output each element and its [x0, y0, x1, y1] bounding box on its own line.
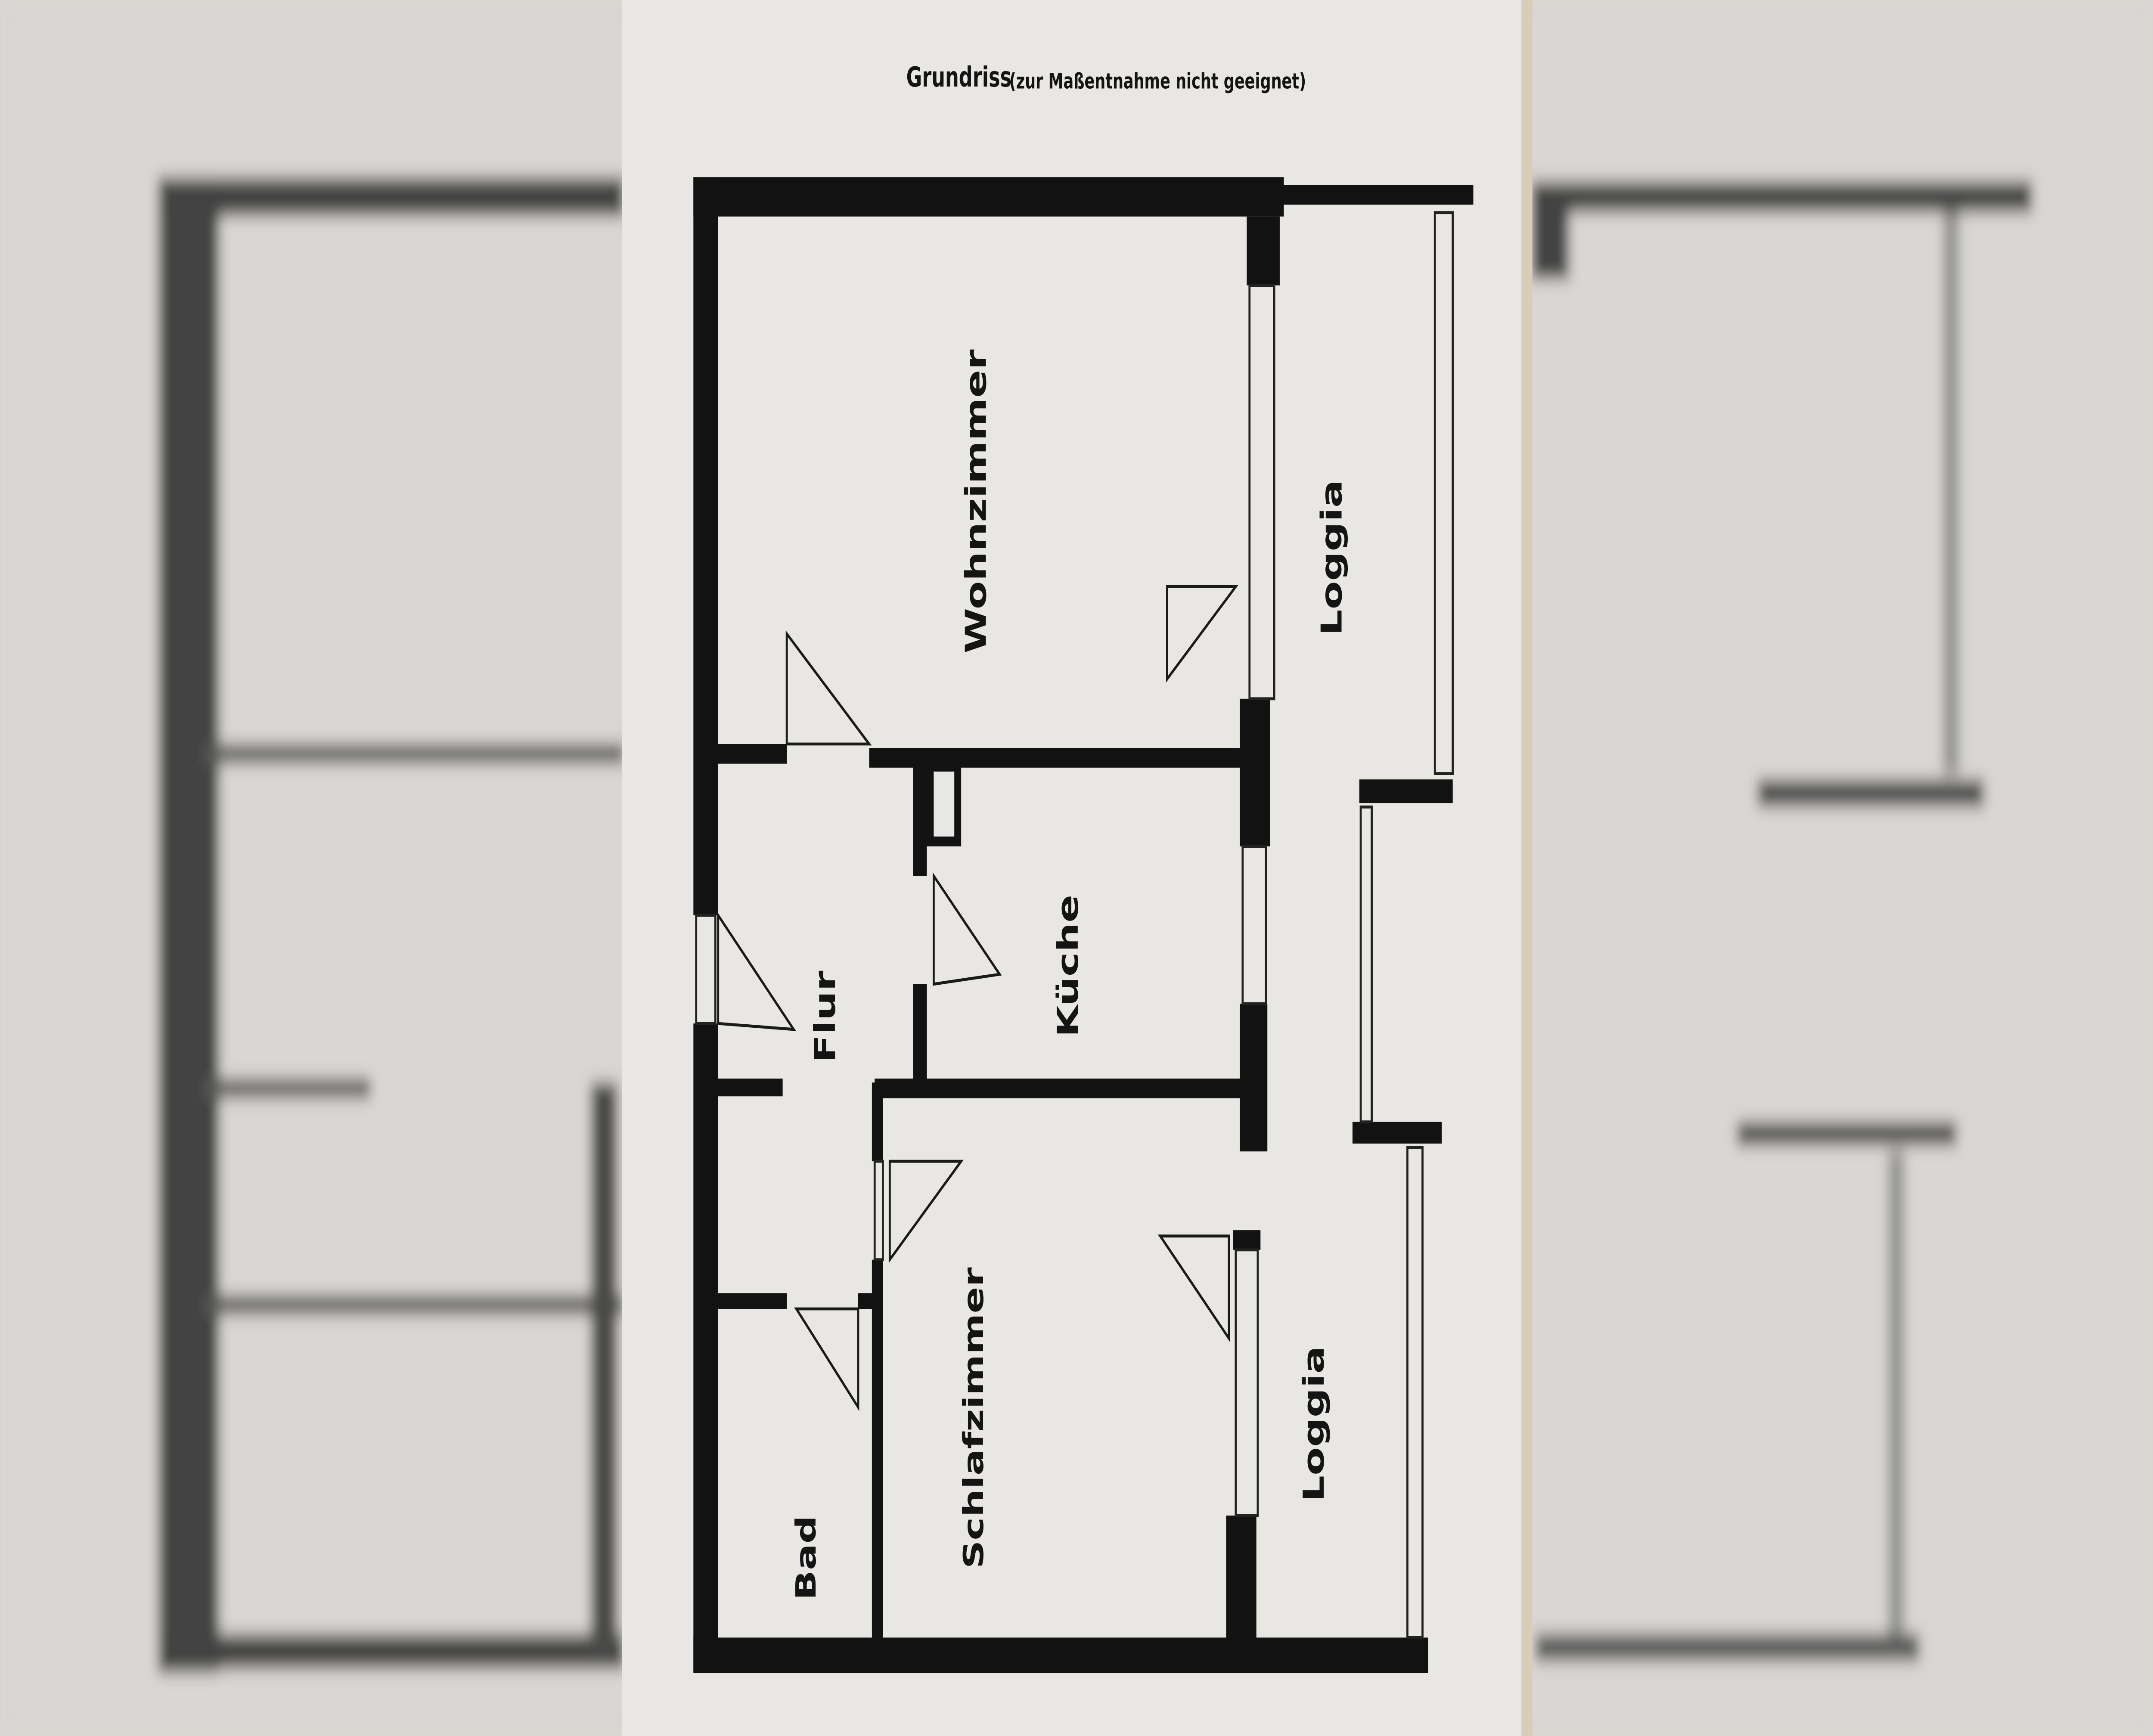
room-label-wohnzimmer: Wohnzimmer: [959, 349, 993, 653]
room-label-kueche: Küche: [1051, 895, 1085, 1037]
plan-title: Grundriss: [906, 62, 1012, 93]
shaft-opening: [934, 772, 955, 837]
paper-edge: [1521, 0, 1533, 1736]
room-label-bad: Bad: [790, 1516, 822, 1600]
plan-subtitle: (zur Maßentnahme nicht geeignet): [1009, 69, 1306, 94]
room-label-loggia-top: Loggia: [1315, 480, 1348, 636]
paper-sheet: [622, 0, 1531, 1736]
room-label-schlafzimmer: Schlafzimmer: [958, 1267, 990, 1569]
walls: [693, 177, 1474, 1673]
doors: [717, 585, 1238, 1411]
windows: [695, 211, 1454, 1639]
room-label-flur: Flur: [808, 970, 841, 1063]
room-label-loggia-bottom: Loggia: [1297, 1346, 1331, 1502]
